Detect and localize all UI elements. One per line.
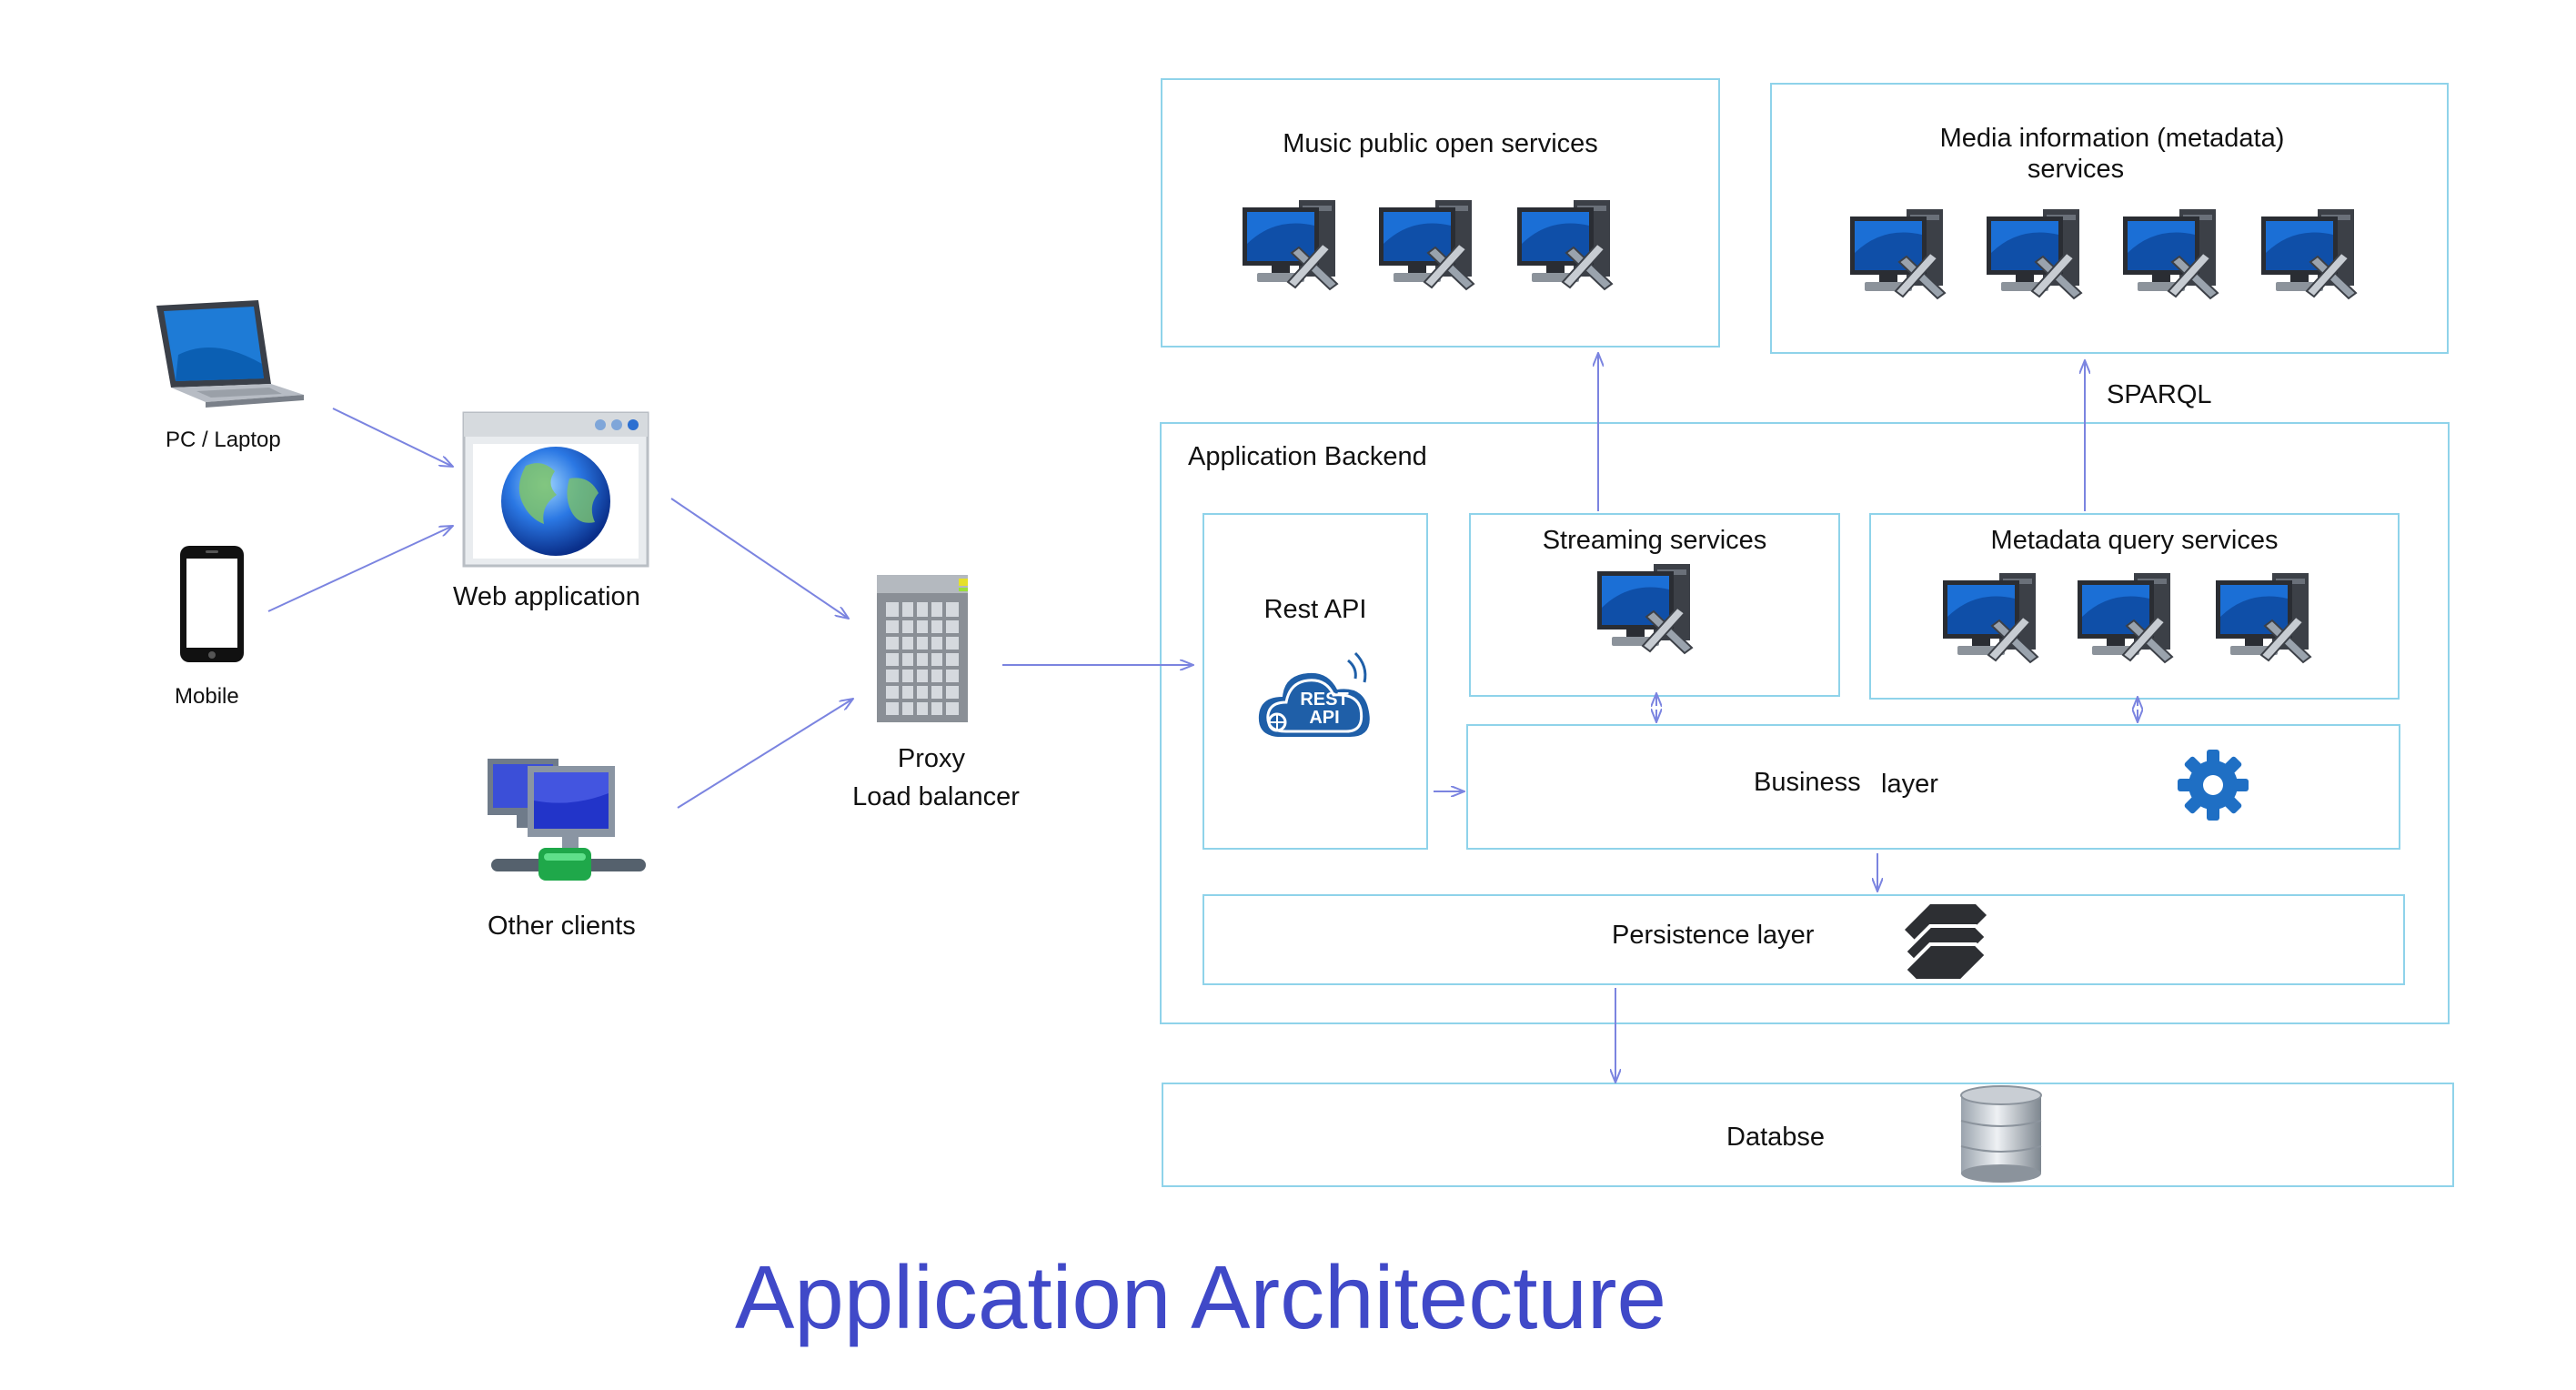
workstation-tools-icon (2258, 207, 2363, 307)
workstation-tools-icon (1939, 571, 2045, 670)
arrow-mobile-to-web (267, 526, 453, 612)
rest-api-cloud-icon (1258, 651, 1370, 737)
rest-api-label: Rest API (1263, 595, 1367, 624)
laptop-icon (156, 300, 304, 408)
mobile-label: Mobile (175, 684, 239, 709)
database-cylinder-icon (1960, 1085, 2042, 1183)
workstation-tools-icon (1983, 207, 2088, 307)
workstation-tools-icon (1846, 207, 1952, 307)
workstation-tools-icon (2212, 571, 2318, 670)
rest-badge-line2: API (1309, 708, 1340, 728)
workstation-tools-icon (1239, 198, 1344, 297)
arrow-web-to-proxy (670, 498, 849, 619)
layer-label: layer (1881, 770, 1938, 799)
rest-badge-line1: REST (1300, 690, 1349, 710)
music-public-services-label: Music public open services (1283, 129, 1598, 158)
arrow-pc-to-web (332, 408, 453, 467)
pc-laptop-label: PC / Laptop (166, 428, 281, 452)
workstation-tools-icon (1594, 562, 1699, 661)
workstation-tools-icon (2074, 571, 2179, 670)
metadata-query-services-label: Metadata query services (1990, 526, 2279, 555)
streaming-services-label: Streaming services (1542, 526, 1767, 555)
media-information-label-line1: Media information (metadata) (1939, 124, 2285, 153)
workstation-tools-icon (1375, 198, 1481, 297)
business-label: Business (1754, 768, 1861, 797)
database-box (1162, 1083, 2454, 1187)
arrow-other-to-proxy (677, 699, 853, 809)
persistence-layer-label: Persistence layer (1612, 921, 1815, 950)
workstation-tools-icon (2119, 207, 2225, 307)
mobile-phone-icon (180, 546, 244, 662)
proxy-server-icon (877, 575, 968, 722)
sparql-label: SPARQL (2107, 380, 2212, 409)
database-label: Databse (1726, 1123, 1826, 1152)
other-clients-network-icon (488, 759, 646, 881)
persistence-layer-box (1202, 894, 2405, 985)
media-information-label-line2: services (2027, 155, 2125, 184)
load-balancer-label: Load balancer (852, 782, 1020, 811)
application-backend-label: Application Backend (1188, 442, 1427, 471)
gear-icon (2178, 750, 2249, 821)
proxy-label: Proxy (897, 744, 966, 773)
web-application-label: Web application (453, 582, 640, 611)
web-application-globe-icon (462, 411, 649, 568)
diagram-title: Application Architecture (734, 1247, 1667, 1347)
workstation-tools-icon (1514, 198, 1619, 297)
layers-stack-icon (1903, 904, 1988, 982)
other-clients-label: Other clients (488, 912, 636, 941)
